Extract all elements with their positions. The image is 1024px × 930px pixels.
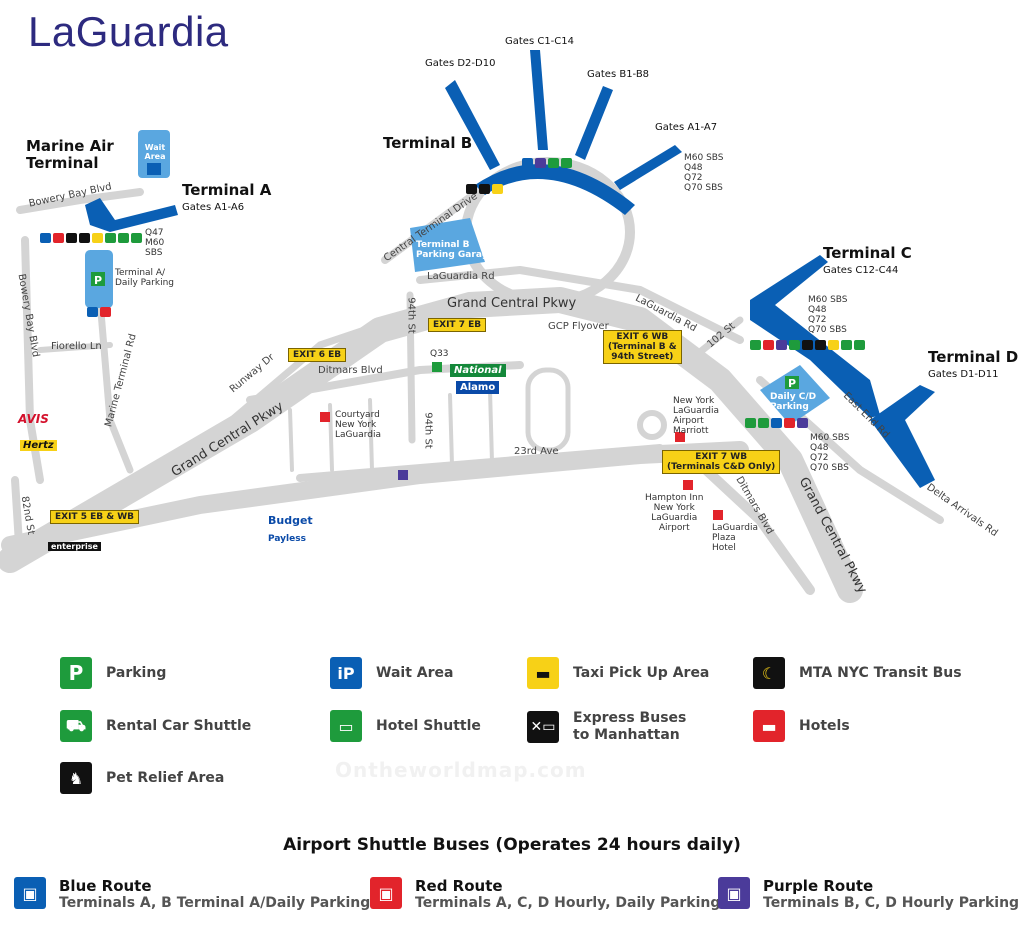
- road-marine-terminal: [96, 296, 134, 474]
- terminal-c-gates: Gates C12-C44: [823, 265, 899, 276]
- road-label-gcp-flyover: GCP Flyover: [548, 321, 609, 332]
- wait-area-box: [138, 130, 170, 178]
- gates-d2-d10: Gates D2-D10: [425, 58, 496, 69]
- mta-bus-icon: ☾: [753, 657, 785, 689]
- road-ditmars-east: [685, 450, 815, 595]
- legend-hotel-shuttle: ▭ Hotel Shuttle: [330, 710, 481, 742]
- legend-wait-area: iP Wait Area: [330, 657, 453, 689]
- road-label-23rd-ave: 23rd Ave: [514, 446, 559, 457]
- hotel-icon: ▬: [753, 710, 785, 742]
- road-23rd-ave: [296, 444, 664, 482]
- purple-route-bus-icon: ▣: [718, 877, 750, 909]
- legend-pet-relief: ♞ Pet Relief Area: [60, 762, 224, 794]
- q33-bus-label: Q33: [430, 349, 449, 359]
- rental-avis: AVIS: [18, 412, 49, 426]
- gates-a1-a7: Gates A1-A7: [655, 122, 718, 133]
- terminal-b-garage-label: Terminal B Parking Garage: [416, 240, 495, 260]
- gates-b1-b8: Gates B1-B8: [587, 69, 650, 80]
- terminal-d-label: Terminal D: [928, 348, 1019, 366]
- marine-air-terminal-label: Marine Air Terminal: [26, 137, 114, 172]
- legend-parking: P Parking: [60, 657, 166, 689]
- road-82nd: [11, 476, 24, 564]
- road-bowery-bay: [16, 188, 144, 214]
- terminal-c-label: Terminal C: [823, 244, 912, 262]
- shuttle-title: Airport Shuttle Buses (Operates 24 hours…: [283, 835, 741, 855]
- terminal-b-building: [475, 164, 635, 215]
- road-102-st: [686, 316, 744, 364]
- rental-payless: Payless: [268, 534, 306, 544]
- red-route-bus-icon: ▣: [370, 877, 402, 909]
- road-label-fiorello-ln: Fiorello Ln: [51, 341, 102, 352]
- exit-6-wb: EXIT 6 WB (Terminal B & 94th Street): [603, 330, 682, 364]
- exit-7-wb: EXIT 7 WB (Terminals C&D Only): [662, 450, 781, 474]
- terminal-c-bus-routes: M60 SBS Q48 Q72 Q70 SBS: [808, 295, 848, 335]
- terminal-cd-bus-routes: M60 SBS Q48 Q72 Q70 SBS: [810, 433, 850, 473]
- terminal-c-building: [750, 255, 880, 418]
- legend-express-buses: ✕▭ Express Buses to Manhattan: [527, 710, 686, 744]
- route-red: ▣ Red Route Terminals A, C, D Hourly, Da…: [370, 877, 720, 911]
- hotel-shuttle-icon: ▭: [330, 710, 362, 742]
- rental-budget: Budget: [268, 514, 313, 527]
- hotel-hampton-inn: Hampton Inn New York LaGuardia Airport: [645, 493, 704, 533]
- terminal-d-service-icons: [745, 418, 808, 428]
- terminal-a-service-icons: [40, 233, 142, 243]
- rental-alamo: Alamo: [456, 381, 500, 394]
- road-fiorello: [37, 342, 113, 353]
- legend-hotels: ▬ Hotels: [753, 710, 850, 742]
- terminal-d-building: [870, 385, 935, 488]
- parking-icon: P: [60, 657, 92, 689]
- map-title: LaGuardia: [28, 8, 229, 55]
- wait-area-label: Wait Area: [144, 143, 166, 161]
- road-label-ditmars-blvd: Ditmars Blvd: [318, 365, 383, 376]
- terminal-a-label: Terminal A: [182, 181, 272, 199]
- terminal-c-service-icons: [750, 340, 865, 350]
- terminal-a-bus-routes: Q47 M60 SBS: [145, 228, 165, 258]
- pet-relief-icon: ♞: [60, 762, 92, 794]
- rental-national: National: [450, 364, 506, 377]
- taxi-icon: ▬: [527, 657, 559, 689]
- road-label-94th-st-bottom: 94th St: [422, 412, 434, 449]
- legend-rental-shuttle: ⛟ Rental Car Shuttle: [60, 710, 251, 742]
- exit-5-eb-wb: EXIT 5 EB & WB: [50, 510, 140, 524]
- daily-cd-parking-label: Daily C/D Parking: [770, 392, 817, 412]
- daily-cd-parking-shape: [760, 365, 830, 425]
- legend-mta: ☾ MTA NYC Transit Bus: [753, 657, 962, 689]
- hotel-marriott: New York LaGuardia Airport Marriott: [673, 396, 719, 436]
- exit-7-eb: EXIT 7 EB: [428, 318, 487, 332]
- terminal-a-parking-label: Terminal A/ Daily Parking: [115, 268, 175, 288]
- road-laguardia-rd: [416, 266, 744, 344]
- terminal-b-garage-shape: [410, 218, 485, 272]
- svg-text:P: P: [788, 377, 796, 390]
- svg-text:P: P: [94, 274, 102, 287]
- terminal-a-gates: Gates A1-A6: [182, 202, 245, 213]
- terminal-b-service-icons: [522, 158, 572, 168]
- road-label-gcp-top: Grand Central Pkwy: [447, 296, 577, 311]
- watermark: Ontheworldmap.com: [335, 758, 587, 782]
- exit-6-eb: EXIT 6 EB: [288, 348, 347, 362]
- road-94th-st: [406, 291, 416, 444]
- road-label-94th-st-top: 94th St: [405, 297, 417, 334]
- rental-hertz: Hertz: [20, 440, 57, 451]
- wait-area-icon: iP: [330, 657, 362, 689]
- express-bus-icon: ✕▭: [527, 711, 559, 743]
- road-label-laguardia-rd: LaGuardia Rd: [427, 271, 495, 282]
- airport-map: P P: [0, 50, 944, 603]
- terminal-a-building: [85, 198, 178, 232]
- legend-taxi: ▬ Taxi Pick Up Area: [527, 657, 709, 689]
- road-runway-dr: [216, 314, 404, 434]
- hotel-laguardia-plaza: LaGuardia Plaza Hotel: [712, 523, 758, 553]
- terminal-a-parking-icons: [87, 307, 111, 317]
- terminal-b-taxi-icons: [466, 184, 503, 194]
- route-blue: ▣ Blue Route Terminals A, B Terminal A/D…: [14, 877, 370, 911]
- terminal-b-label: Terminal B: [383, 134, 473, 152]
- blue-route-bus-icon: ▣: [14, 877, 46, 909]
- road-bowery-bay-side: [21, 236, 44, 484]
- terminal-b-bus-routes: M60 SBS Q48 Q72 Q70 SBS: [684, 153, 724, 193]
- rental-enterprise: enterprise: [48, 542, 101, 551]
- hotel-courtyard: Courtyard New York LaGuardia: [335, 410, 381, 440]
- route-purple: ▣ Purple Route Terminals B, C, D Hourly …: [718, 877, 1019, 911]
- terminal-d-gates: Gates D1-D11: [928, 369, 999, 380]
- gates-c1-c14: Gates C1-C14: [505, 36, 574, 47]
- rental-car-shuttle-icon: ⛟: [60, 710, 92, 742]
